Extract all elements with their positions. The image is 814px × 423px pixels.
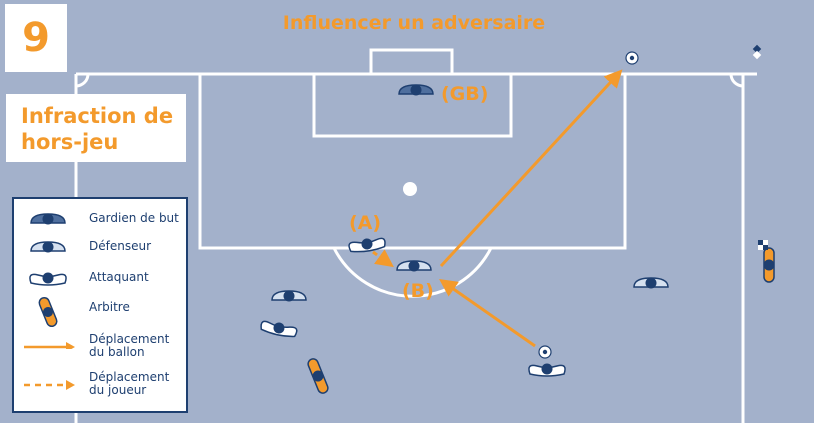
legend-label-goalkeeper: Gardien de but bbox=[89, 211, 179, 225]
offside-title-line2: hors-jeu bbox=[21, 130, 119, 154]
assistant-referee-icon bbox=[763, 247, 775, 283]
scenario-number-box: 9 bbox=[5, 4, 67, 72]
penalty-arc bbox=[332, 247, 493, 298]
penalty-area bbox=[198, 72, 627, 250]
attacker-icon bbox=[29, 272, 67, 286]
defender-left-icon bbox=[271, 290, 307, 302]
legend-label-attacker: Attaquant bbox=[89, 270, 149, 284]
goalkeeper-icon bbox=[398, 84, 434, 96]
offside-title-line1: Infraction de bbox=[21, 104, 174, 128]
defender-icon bbox=[30, 241, 66, 253]
referee-icon bbox=[38, 296, 58, 328]
player-movement-arrow-a bbox=[372, 249, 394, 268]
ball-icon-attacker bbox=[538, 345, 552, 359]
ball-movement-arrow-to-b bbox=[439, 278, 536, 348]
legend-label-ball-movement-2: du ballon bbox=[89, 345, 145, 359]
corner-arc-right bbox=[729, 73, 744, 88]
referee-bottom-icon bbox=[307, 358, 329, 394]
label-gk: (GB) bbox=[441, 83, 489, 105]
attacker-a-icon bbox=[348, 237, 386, 253]
scenario-title: Influencer un adversaire bbox=[282, 12, 546, 34]
ball-movement-arrow-to-goal bbox=[439, 69, 623, 268]
legend-label-player-movement-2: du joueur bbox=[89, 383, 147, 397]
dashed-arrow-icon bbox=[24, 380, 75, 390]
scenario-number: 9 bbox=[22, 15, 50, 61]
solid-arrow-icon bbox=[24, 342, 75, 349]
legend-label-defender: Défenseur bbox=[89, 239, 152, 253]
corner-arc-left bbox=[75, 73, 90, 88]
defender-b-icon bbox=[396, 260, 432, 272]
attacker-bottom-icon bbox=[528, 363, 566, 377]
legend-label-referee: Arbitre bbox=[89, 300, 130, 314]
legend-label-player-movement-1: Déplacement bbox=[89, 370, 170, 384]
ball-icon-goal bbox=[625, 51, 639, 65]
penalty-spot bbox=[403, 182, 417, 196]
defender-right-icon bbox=[633, 277, 669, 289]
goal bbox=[369, 48, 454, 76]
label-a: (A) bbox=[349, 212, 382, 234]
legend-label-ball-movement-1: Déplacement bbox=[89, 332, 170, 346]
legend-box: Gardien de but Défenseur Attaquant bbox=[12, 197, 188, 413]
goalkeeper-icon bbox=[30, 213, 66, 225]
label-b: (B) bbox=[402, 280, 434, 302]
offside-title-box: Infraction de hors-jeu bbox=[6, 94, 186, 162]
corner-flag-icon bbox=[752, 44, 762, 60]
attacker-left-icon bbox=[260, 320, 298, 338]
assistant-flag-icon bbox=[758, 240, 768, 250]
